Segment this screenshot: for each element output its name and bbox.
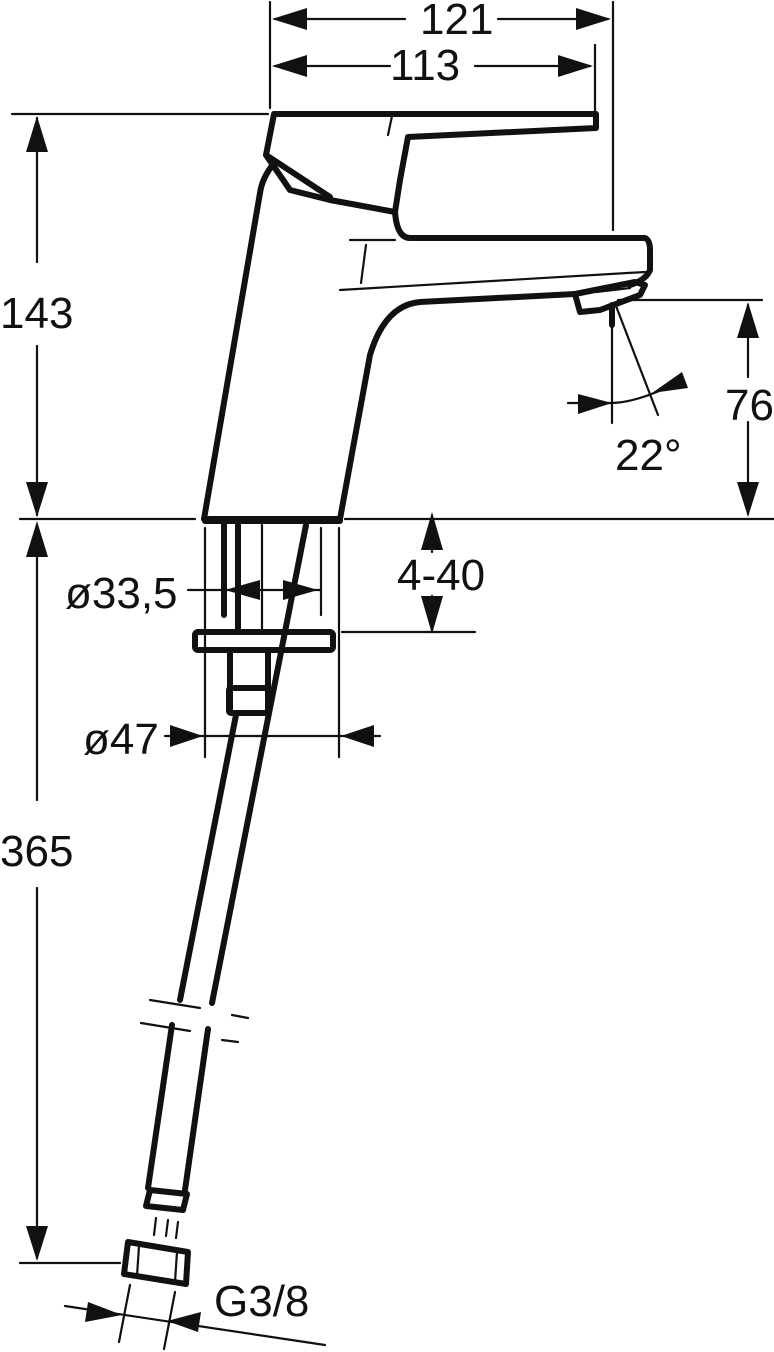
dim-label-113: 113 [390,41,460,90]
dim-label-g3-8: G3/8 [214,1277,309,1326]
dim-label-22-degrees: 22° [615,431,682,480]
dimension-thread-g3-8: G3/8 [63,1277,327,1351]
dimension-4-40: 4-40 [340,512,485,634]
dimension-diameter-33-5: ø33,5 [65,569,322,618]
dim-label-diameter-33-5: ø33,5 [65,569,178,618]
dimension-365: 365 [0,521,122,1265]
dimension-diameter-47: ø47 [83,715,382,764]
shank-assembly [192,518,343,759]
dim-label-143: 143 [0,289,73,338]
dim-label-365: 365 [0,827,73,876]
dimension-113: 113 [272,41,597,132]
dim-label-4-40: 4-40 [397,551,485,600]
dimension-121: 121 [268,0,615,232]
dimension-76: 76 [343,298,774,521]
supply-hose [121,522,309,1287]
dim-label-diameter-47: ø47 [83,715,159,764]
dimension-143: 143 [0,112,270,521]
faucet-body [201,111,653,522]
dim-label-76: 76 [725,381,774,430]
dimension-angle-22: 22° [566,302,688,480]
dim-label-121: 121 [420,0,493,44]
